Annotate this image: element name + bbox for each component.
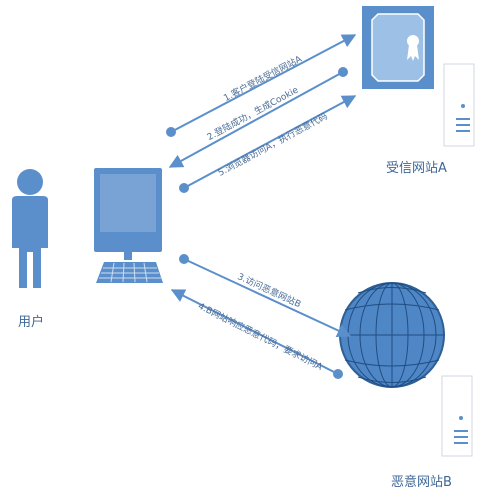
step-2-arrow — [168, 67, 348, 168]
step-5-arrow — [179, 95, 357, 193]
user-icon — [12, 169, 48, 288]
step-3-label: 3.访问恶意网站B — [236, 270, 303, 310]
server-a-icon — [443, 63, 475, 147]
trusted-site-a-icon — [362, 6, 434, 89]
step-3-arrow — [179, 254, 352, 338]
computer-icon — [94, 168, 163, 283]
step-4-label: 4.B网站响应恶意代码，要求访问A — [196, 300, 325, 373]
step-1-arrow — [166, 34, 357, 137]
trusted-site-a-label: 受信网站A — [386, 161, 447, 176]
server-b-icon — [441, 375, 473, 457]
user-label: 用户 — [18, 314, 44, 330]
malicious-site-b-globe-icon — [339, 282, 445, 388]
malicious-site-b-label: 恶意网站B — [391, 474, 452, 490]
step-4-arrow — [170, 289, 343, 379]
